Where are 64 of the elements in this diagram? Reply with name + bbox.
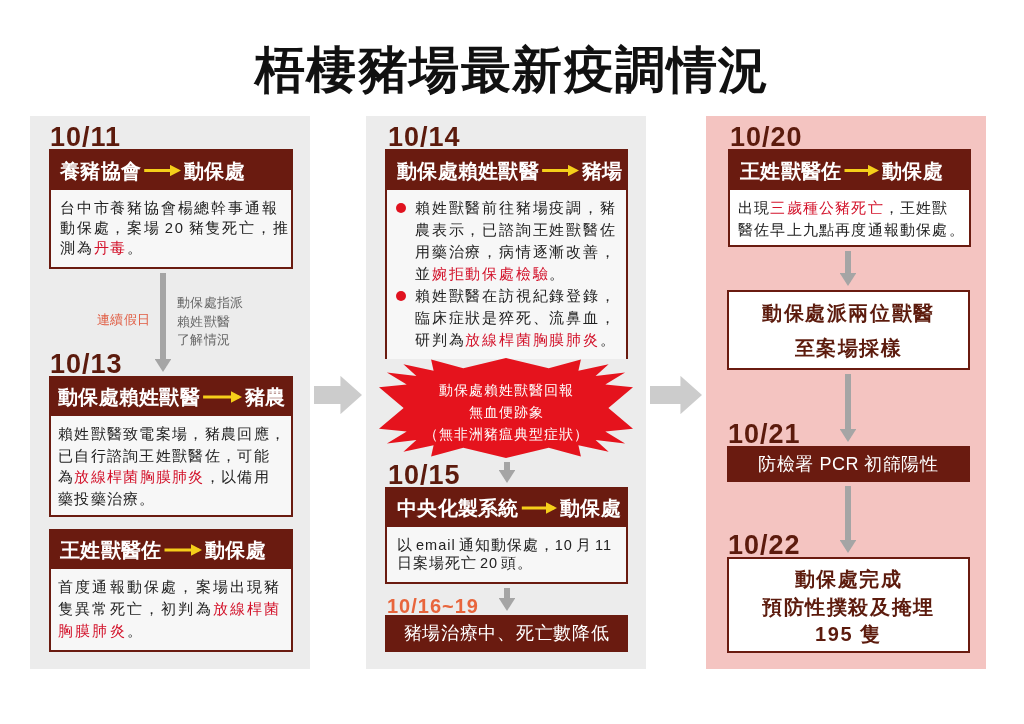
arrow: [498, 462, 516, 483]
arrow: [844, 164, 879, 177]
card-text: 台中市養豬協會楊總幹事通報動保處，案場 20 豬隻死亡，推測為丹毒。: [60, 199, 290, 258]
process-box: 動保處派兩位獸醫至案場採樣: [727, 290, 970, 370]
arrow: [542, 164, 579, 177]
party-label: 動保處: [205, 537, 266, 563]
arrow: [144, 164, 181, 177]
date-label: 10/11: [50, 126, 122, 149]
party-label: 王姓獸醫佐: [740, 157, 842, 184]
event-card: [728, 149, 971, 247]
arrow: [164, 544, 202, 556]
party-label: 豬農: [245, 384, 286, 410]
column-panel: [30, 116, 310, 669]
banner: 豬場治療中、死亡數降低: [385, 615, 628, 652]
banner: 防檢署 PCR 初篩陽性: [727, 446, 970, 482]
party-label: 豬場: [582, 157, 623, 184]
date-label: 10/22: [728, 534, 801, 557]
header-bar: [730, 151, 969, 190]
party-label: 王姓獸醫佐: [60, 537, 162, 563]
party-label: 動保處: [184, 157, 245, 184]
card-text: 賴姓獸醫致電案場，豬農回應，已自行諮詢王姓獸醫佐，可能為放線桿菌胸膜肺炎，以備用藥投藥治療。: [58, 425, 287, 509]
chevron-arrow: [650, 375, 702, 415]
arrow: [154, 273, 172, 372]
arrow: [839, 251, 857, 286]
arrow: [203, 391, 242, 403]
header-bar: [51, 151, 291, 190]
starburst-callout: 動保處賴姓獸醫回報無血便跡象（無非洲豬瘟典型症狀）: [378, 358, 634, 458]
header-bar: [51, 378, 291, 416]
date-label: 10/21: [728, 423, 801, 446]
party-label: 動保處: [882, 157, 943, 184]
event-card: [49, 149, 293, 269]
header-bar: [51, 531, 291, 569]
arrow: [839, 374, 857, 442]
event-card: [49, 376, 293, 517]
bullet-text: 賴姓獸醫在訪視紀錄登錄，臨床症狀是猝死、流鼻血，研判為放線桿菌胸膜肺炎。: [415, 287, 617, 350]
column-panel: [706, 116, 986, 669]
header-bar: [387, 151, 626, 190]
date-label: 10/15: [388, 464, 461, 487]
bullet-text: 賴姓獸醫前往豬場疫調，豬農表示，已諮詢王姓獸醫佐用藥治療，病情逐漸改善，並婉拒動保處檢驗。: [415, 199, 617, 284]
date-label: 10/20: [730, 126, 803, 149]
event-card: [49, 529, 293, 652]
party-label: 動保處賴姓獸醫: [397, 157, 540, 184]
event-card: [385, 487, 628, 584]
party-label: 中央化製系統: [397, 495, 519, 521]
arrow: [498, 588, 516, 611]
card-text: 出現三歲種公豬死亡，王姓獸醫佐早上九點再度通報動保處。: [738, 199, 965, 240]
card-text: 首度通報動保處，案場出現豬隻異常死亡，初判為放線桿菌胸膜肺炎。: [58, 578, 282, 641]
date-label: 10/16~19: [387, 598, 479, 615]
arrow: [521, 502, 557, 514]
party-label: 動保處: [560, 495, 621, 521]
column-panel: [366, 116, 646, 669]
page-title: 梧棲豬場最新疫調情況: [252, 41, 771, 100]
card-text: 以 email 通知動保處，10 月 11 日案場死亡 20 頭。: [397, 536, 612, 572]
date-label: 10/14: [388, 126, 461, 149]
date-label: 10/13: [50, 353, 123, 376]
side-note: 連續假日: [97, 311, 151, 329]
header-bar: [387, 489, 626, 527]
party-label: 動保處賴姓獸醫: [58, 384, 201, 410]
party-label: 養豬協會: [60, 157, 142, 184]
side-note: 動保處指派賴姓獸醫了解情況: [177, 294, 244, 349]
arrow: [839, 486, 857, 553]
event-card: [385, 149, 628, 359]
process-box: 動保處完成預防性撲殺及掩埋195 隻: [727, 557, 970, 653]
chevron-arrow: [314, 375, 362, 415]
